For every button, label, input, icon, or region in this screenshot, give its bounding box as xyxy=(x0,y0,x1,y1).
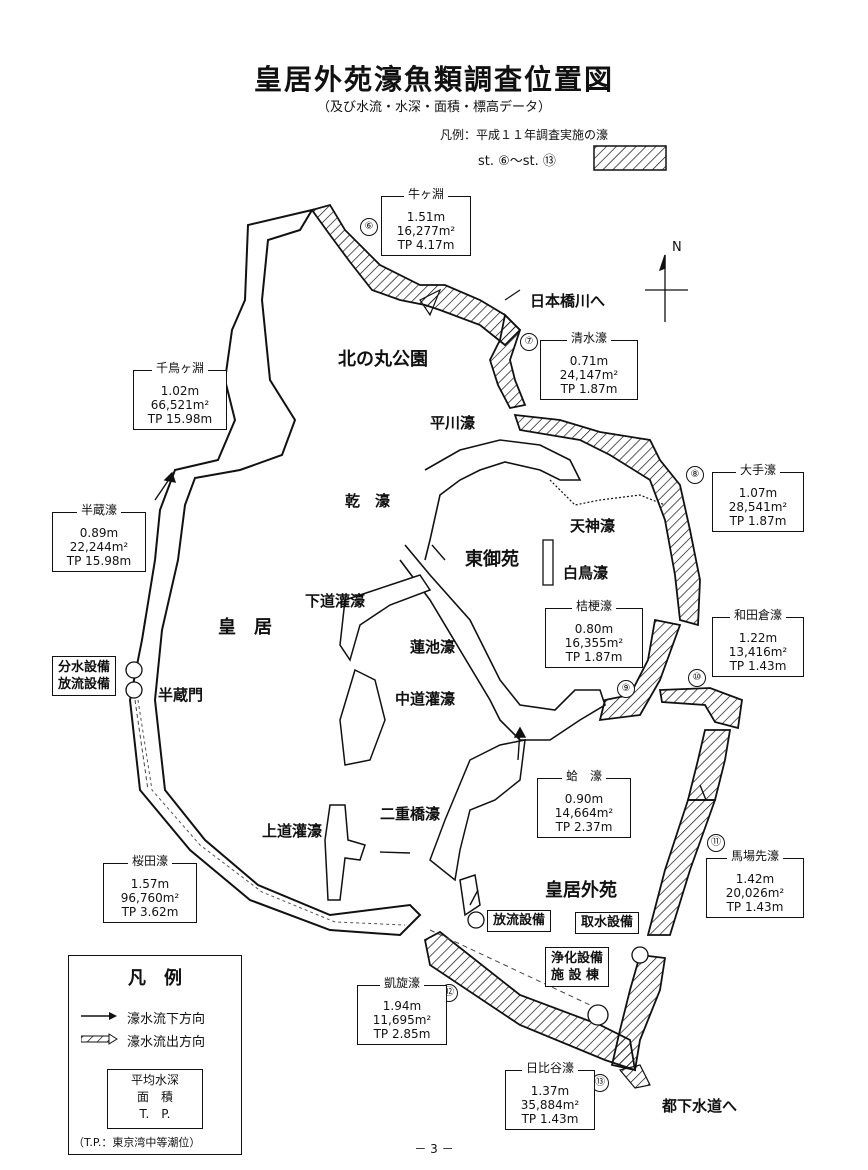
legend-footnote: （T.P.：東京湾中等潮位） xyxy=(73,1136,201,1149)
legend-top-range: st. ⑥〜st. ⑬ xyxy=(478,154,556,169)
area-kitanomaru: 北の丸公園 xyxy=(338,349,428,370)
moat-7-shape xyxy=(489,313,527,410)
legend-flow-out: 濠水流出方向 xyxy=(127,1035,206,1050)
label-inui: 乾 濠 xyxy=(345,492,391,510)
legend-flow-down: 濠水流下方向 xyxy=(127,1012,206,1027)
moat-7-number: ⑦ xyxy=(520,333,538,351)
label-toshita: 都下水道へ xyxy=(662,1097,738,1115)
label-hirakawa: 平川濠 xyxy=(430,414,476,432)
area-kokyo: 皇 居 xyxy=(218,617,272,638)
moat-11b-shape xyxy=(646,799,717,936)
facility-horyu: 放流設備 xyxy=(487,910,552,932)
facility-shusui: 取水設備 xyxy=(575,912,640,934)
moat-9-shape xyxy=(598,618,682,722)
western-moats-outline xyxy=(128,208,422,937)
moat-6-number: ⑥ xyxy=(360,218,378,236)
legend-title: 凡 例 xyxy=(128,968,182,989)
north-label: N xyxy=(672,240,682,255)
moat-9-number: ⑨ xyxy=(617,680,635,698)
label-nakadokan: 中道灌濠 xyxy=(395,690,456,708)
area-kokyo-gaien: 皇居外苑 xyxy=(545,880,617,901)
label-shimodokan: 下道灌濠 xyxy=(305,592,366,610)
label-tenjin: 天神濠 xyxy=(570,517,616,535)
moat-8-shape xyxy=(513,413,701,627)
label-nihonbashi: 日本橋川へ xyxy=(530,292,606,310)
label-hakucho: 白鳥濠 xyxy=(563,564,609,582)
legend-top-caption: 凡例：平成１１年調査実施の濠 xyxy=(440,128,609,142)
legend-hatch-swatch xyxy=(593,145,667,171)
label-kamidokan: 上道灌濠 xyxy=(262,822,323,840)
facility-joka: 浄化設備施 設 棟 xyxy=(545,947,610,987)
moat-12-shape xyxy=(423,930,637,1072)
label-hasuike: 蓮池濠 xyxy=(410,638,456,656)
moat-10-number: ⑩ xyxy=(688,669,706,687)
page-subtitle: （及び水流・水深・面積・標高データ） xyxy=(316,100,551,115)
north-arrow xyxy=(645,254,688,322)
facility-bunsui-horyu: 分水設備放流設備 xyxy=(52,656,117,696)
area-higashi-gyoen: 東御苑 xyxy=(465,549,519,570)
moat-11-number: ⑪ xyxy=(707,834,725,852)
page-number: － 3 － xyxy=(414,1142,454,1156)
moat-8-number: ⑧ xyxy=(686,466,704,484)
label-hanzomon: 半蔵門 xyxy=(158,686,204,704)
moat-10-shape xyxy=(658,687,743,730)
moat-11a-shape xyxy=(686,729,732,801)
label-nijubashi: 二重橋濠 xyxy=(380,805,441,823)
page-title: 皇居外苑濠魚類調査位置図 xyxy=(253,63,614,96)
